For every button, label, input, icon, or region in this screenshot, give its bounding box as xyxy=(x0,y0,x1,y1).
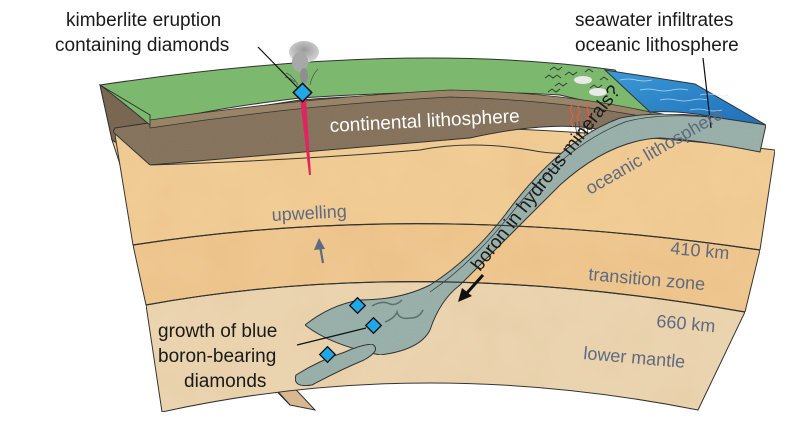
kimberlite-leader-line xyxy=(257,46,299,89)
kimberlite-callout-line1: kimberlite eruption xyxy=(66,10,221,31)
growth-callout-line3: diamonds xyxy=(184,371,266,392)
subduction-arrow-icon xyxy=(458,273,485,302)
detached-slab-fragment xyxy=(294,343,377,386)
eruption-plume-icon xyxy=(284,41,319,86)
upwelling-label: upwelling xyxy=(271,201,347,225)
fault-zone xyxy=(574,119,593,138)
growth-callout-line2: boron-bearing xyxy=(158,346,276,367)
steam-cloud xyxy=(574,76,592,84)
growth-callout-line1: growth of blue xyxy=(158,321,277,342)
seawater-leader-line xyxy=(702,57,712,129)
ocean-waves xyxy=(619,78,729,112)
growth-leader-line xyxy=(296,327,367,346)
diamond-icon xyxy=(364,316,383,335)
kimberlite-callout-line2: containing diamonds xyxy=(55,35,229,56)
diamond-icon xyxy=(318,345,337,364)
kimberlite-dike xyxy=(300,98,311,175)
steam-cloud xyxy=(589,88,607,96)
upwelling-arrow-icon xyxy=(314,238,325,264)
seawater-callout-line2: oceanic lithosphere xyxy=(575,35,739,56)
seawater-callout-line1: seawater infiltrates xyxy=(575,10,733,31)
diamond-icon xyxy=(348,296,367,315)
subducting-oceanic-slab xyxy=(304,113,767,356)
